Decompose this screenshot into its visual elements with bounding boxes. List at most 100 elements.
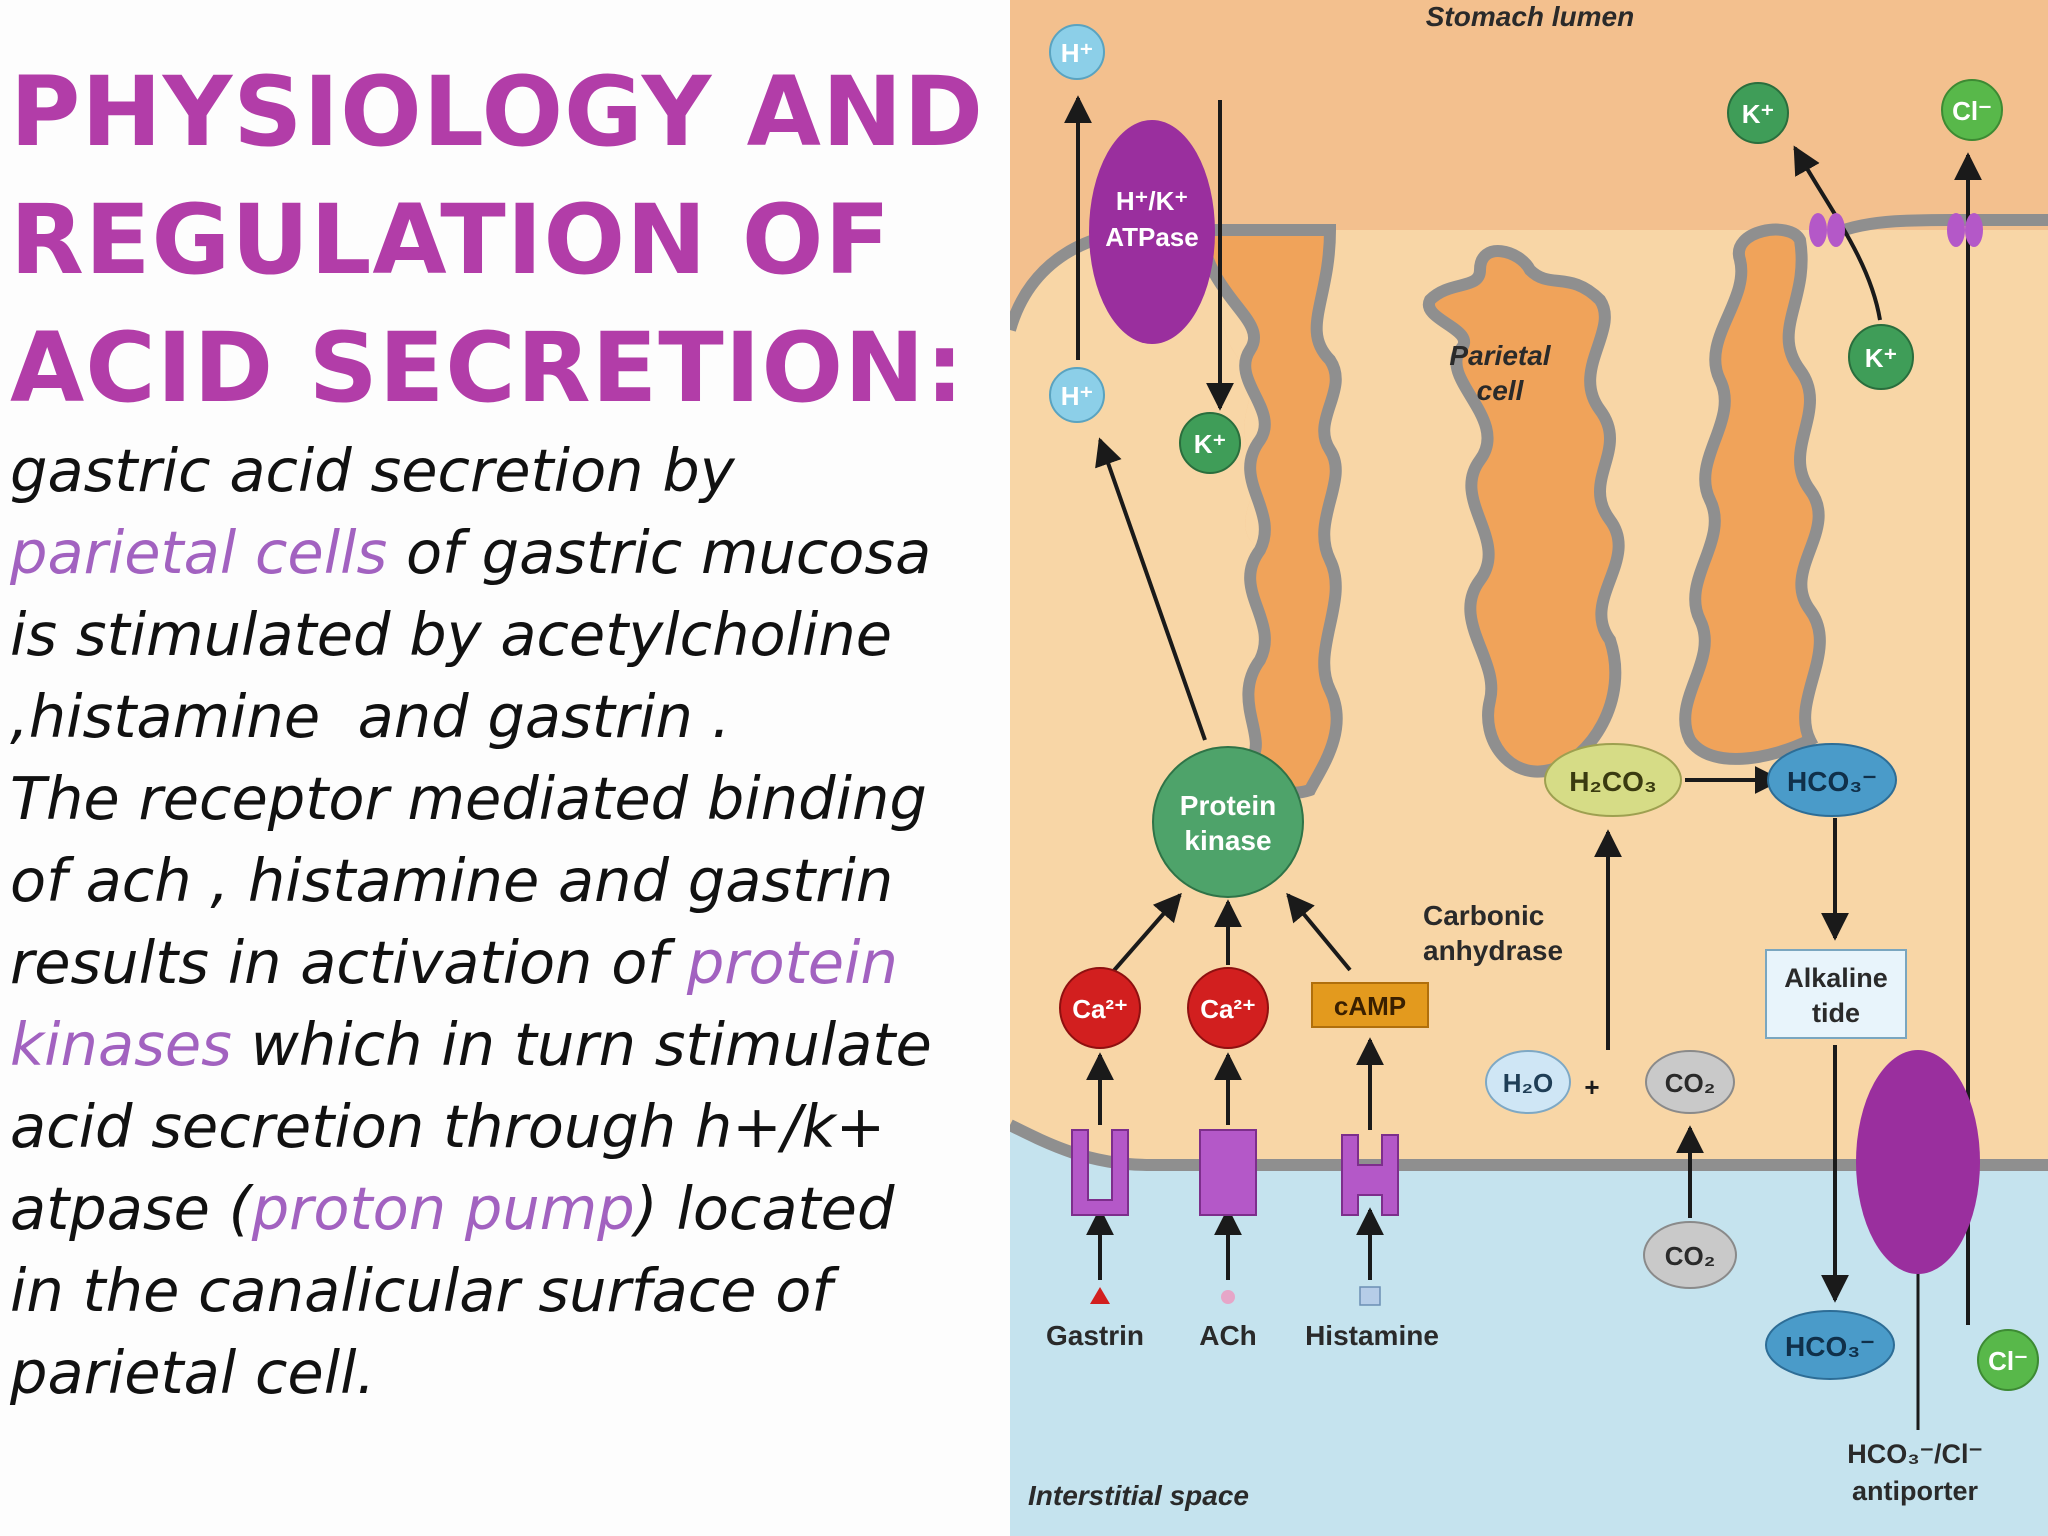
ach-ligand-icon (1221, 1290, 1235, 1304)
co2-cell (1645, 1050, 1735, 1114)
hco3-cell-label: HCO₃⁻ (1787, 766, 1877, 797)
bicarbonate-cell (1767, 743, 1897, 817)
bicarbonate-chloride-antiporter (1856, 1050, 1980, 1274)
highlight-kinases: kinases (10, 1010, 232, 1079)
body-line-8-rest: which in turn stimulate (231, 1010, 932, 1079)
body-line-12: parietal cell. (10, 1338, 376, 1407)
interstitial-space-region (1010, 1130, 2048, 1536)
apical-channels (1809, 213, 1983, 247)
potassium-ion-cell-left (1179, 412, 1241, 474)
highlight-protein: protein (686, 928, 898, 997)
ca1-label: Ca²⁺ (1072, 994, 1128, 1024)
lumen-top (1010, 0, 2048, 230)
co2-out-label: CO₂ (1665, 1241, 1716, 1271)
calcium-ion-2 (1187, 967, 1269, 1049)
alkaline-tide-label-1: Alkaline (1784, 963, 1888, 993)
parietal-cell-label-1: Parietal (1449, 340, 1551, 371)
body-line-6: of ach , histamine and gastrin (10, 846, 894, 915)
cl-channel-right (1965, 213, 1983, 247)
body-line-7-pre: results in activation of (10, 928, 687, 997)
gastrin-receptor (1071, 1129, 1129, 1216)
cl-lumen-label: Cl⁻ (1952, 96, 1992, 126)
proton-ion-cell (1049, 367, 1105, 423)
stomach-lumen-label: Stomach lumen (1426, 1, 1634, 32)
parietal-cell-label-2: cell (1477, 375, 1525, 406)
h2o-label: H₂O (1503, 1068, 1554, 1098)
body-line-2: parietal cells of gastric mucosa (10, 512, 1010, 594)
bicarbonate-interstitial (1765, 1310, 1895, 1380)
title-line-3: ACID SECRETION: (10, 312, 965, 424)
k-channel-left (1809, 213, 1827, 247)
alkaline-tide-box (1765, 949, 1907, 1039)
hco3-bottom-label: HCO₃⁻ (1785, 1331, 1875, 1362)
k-channel-right (1827, 213, 1845, 247)
arrow-k-out (1793, 145, 1882, 321)
slide-body-text: gastric acid secretion by parietal cells… (10, 430, 1010, 1414)
pump-label-1: H⁺/K⁺ (1116, 186, 1188, 216)
body-line-10: atpase (proton pump) located (10, 1168, 1010, 1250)
body-line-10-pre: atpase ( (10, 1174, 252, 1243)
highlight-proton-pump: proton pump (251, 1174, 635, 1243)
body-line-1: gastric acid secretion by (10, 436, 735, 505)
k-cell-label: K⁺ (1865, 343, 1898, 373)
camp-box (1311, 982, 1429, 1028)
potassium-ion-lumen (1727, 82, 1789, 144)
antiporter-label-2: antiporter (1852, 1476, 1979, 1506)
h2co3-label: H₂CO₃ (1569, 766, 1657, 797)
gastrin-label: Gastrin (1046, 1320, 1144, 1351)
ca2-label: Ca²⁺ (1200, 994, 1256, 1024)
proton-cell-label: H⁺ (1061, 381, 1094, 411)
chloride-ion-interstitial (1977, 1329, 2039, 1391)
protein-kinase (1152, 746, 1304, 898)
highlight-parietal-cells: parietal cells (10, 518, 388, 587)
alkaline-tide-label-2: tide (1812, 998, 1860, 1028)
title-line-2: REGULATION OF (10, 184, 892, 296)
calcium-ion-1 (1059, 967, 1141, 1049)
acid-secretion-diagram: Stomach lumen Interstitial space Parieta… (1010, 0, 2048, 1536)
body-line-9: acid secretion through h+/k+ (10, 1092, 886, 1161)
plus-sign: + (1584, 1072, 1599, 1102)
co2-interstitial (1643, 1221, 1737, 1289)
body-line-8: kinases which in turn stimulate (10, 1004, 1010, 1086)
proton-lumen-label: H⁺ (1061, 38, 1094, 68)
arrow-camp-to-kinase (1286, 892, 1352, 972)
antiporter-label-1: HCO₃⁻/Cl⁻ (1847, 1439, 1983, 1469)
chloride-ion-lumen (1941, 79, 2003, 141)
gastrin-ligand-icon (1090, 1287, 1110, 1304)
body-line-2-rest: of gastric mucosa (387, 518, 932, 587)
cl-bottom-label: Cl⁻ (1988, 1346, 2028, 1376)
cl-channel-left (1947, 213, 1965, 247)
kinase-label-1: Protein (1180, 790, 1276, 821)
canaliculus-middle (1423, 245, 1625, 778)
slide-text-panel: PHYSIOLOGY AND REGULATION OF ACID SECRET… (0, 0, 1010, 1536)
carbonic-anhydrase-label-2: anhydrase (1423, 935, 1563, 966)
ach-receptor (1199, 1129, 1257, 1216)
water-molecule (1485, 1050, 1571, 1114)
proton-pump-atpase (1089, 120, 1215, 344)
body-line-4: ,histamine and gastrin . (10, 682, 731, 751)
body-line-5: The receptor mediated binding (10, 764, 927, 833)
arrow-ca1-to-kinase (1108, 892, 1182, 977)
histamine-label: Histamine (1305, 1320, 1439, 1351)
body-line-7: results in activation of protein (10, 922, 1010, 1004)
kinase-label-2: kinase (1184, 825, 1271, 856)
body-line-11: in the canalicular surface of (10, 1256, 833, 1325)
body-line-3: is stimulated by acetylcholine (10, 600, 893, 669)
potassium-ion-cell-right (1848, 324, 1914, 390)
carbonic-acid (1544, 743, 1682, 817)
receptors (1071, 1129, 1399, 1216)
interstitial-space-label: Interstitial space (1028, 1480, 1249, 1511)
slide-title: PHYSIOLOGY AND REGULATION OF ACID SECRET… (10, 48, 1000, 432)
k-in-label: K⁺ (1194, 429, 1227, 459)
proton-ion-lumen (1049, 24, 1105, 80)
canaliculus-right (1679, 223, 1826, 765)
ach-label: ACh (1199, 1320, 1257, 1351)
body-line-10-post: ) located (634, 1174, 895, 1243)
carbonic-anhydrase-label-1: Carbonic (1423, 900, 1544, 931)
arrow-kinase-to-h (1095, 437, 1207, 741)
histamine-ligand-icon (1359, 1286, 1381, 1306)
camp-label: cAMP (1334, 991, 1406, 1021)
title-line-1: PHYSIOLOGY AND (10, 56, 984, 168)
pump-label-2: ATPase (1105, 222, 1198, 252)
k-lumen-label: K⁺ (1742, 99, 1775, 129)
